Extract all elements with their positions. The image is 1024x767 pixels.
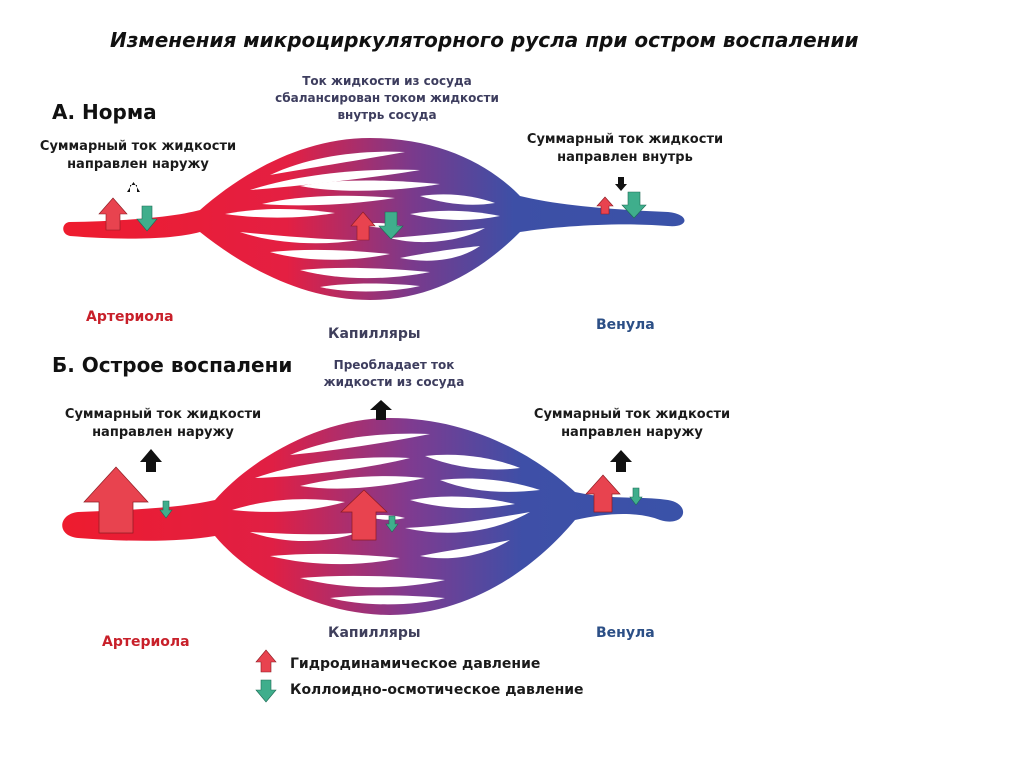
inflamed-left-net-arrow-icon [140, 449, 162, 472]
inflamed-center-colloid-arrow-icon [385, 515, 399, 533]
normal-arrows [98, 177, 647, 241]
inflamed-arteriole-label: Артериола [102, 634, 190, 650]
normal-capillaries-label: Капилляры [328, 326, 421, 342]
normal-left-net-arrow-icon [127, 182, 140, 192]
legend-hydro-arrow-icon [255, 649, 277, 673]
section-normal-heading: А. Норма [52, 100, 157, 124]
inflamed-left-hydro-arrow-icon [83, 466, 149, 534]
inflamed-top-net-arrow-icon [370, 400, 392, 420]
inflamed-venule-label: Венула [596, 625, 655, 641]
legend-hydro-label: Гидродинамическое давление [290, 656, 541, 672]
inflamed-right-colloid-arrow-icon [629, 487, 643, 506]
section-inflamed-heading: Б. Острое воспалени [52, 353, 293, 377]
inflamed-right-net-arrow-icon [610, 450, 632, 472]
normal-center-hydro-arrow-icon [350, 211, 376, 241]
inflamed-center-hydro-arrow-icon [340, 489, 388, 541]
normal-right-colloid-arrow-icon [621, 191, 647, 219]
normal-right-net-arrow-icon [615, 177, 627, 191]
legend-colloid-arrow-icon [255, 679, 277, 703]
inflamed-capillaries-label: Капилляры [328, 625, 421, 641]
legend-colloid-label: Коллоидно-осмотическое давление [290, 682, 584, 698]
page-title: Изменения микроциркуляторного русла при … [110, 28, 859, 52]
normal-arteriole-label: Артериола [86, 309, 174, 325]
inflamed-right-hydro-arrow-icon [585, 474, 621, 513]
normal-venule-label: Венула [596, 317, 655, 333]
legend [255, 649, 277, 703]
inflamed-left-colloid-arrow-icon [159, 500, 173, 519]
normal-right-hydro-arrow-icon [596, 196, 614, 215]
normal-left-colloid-arrow-icon [136, 205, 158, 232]
inflamed-arrows [83, 400, 643, 541]
normal-left-hydro-arrow-icon [98, 197, 128, 231]
normal-center-colloid-arrow-icon [378, 211, 404, 240]
normal-vessel-network [63, 138, 685, 300]
